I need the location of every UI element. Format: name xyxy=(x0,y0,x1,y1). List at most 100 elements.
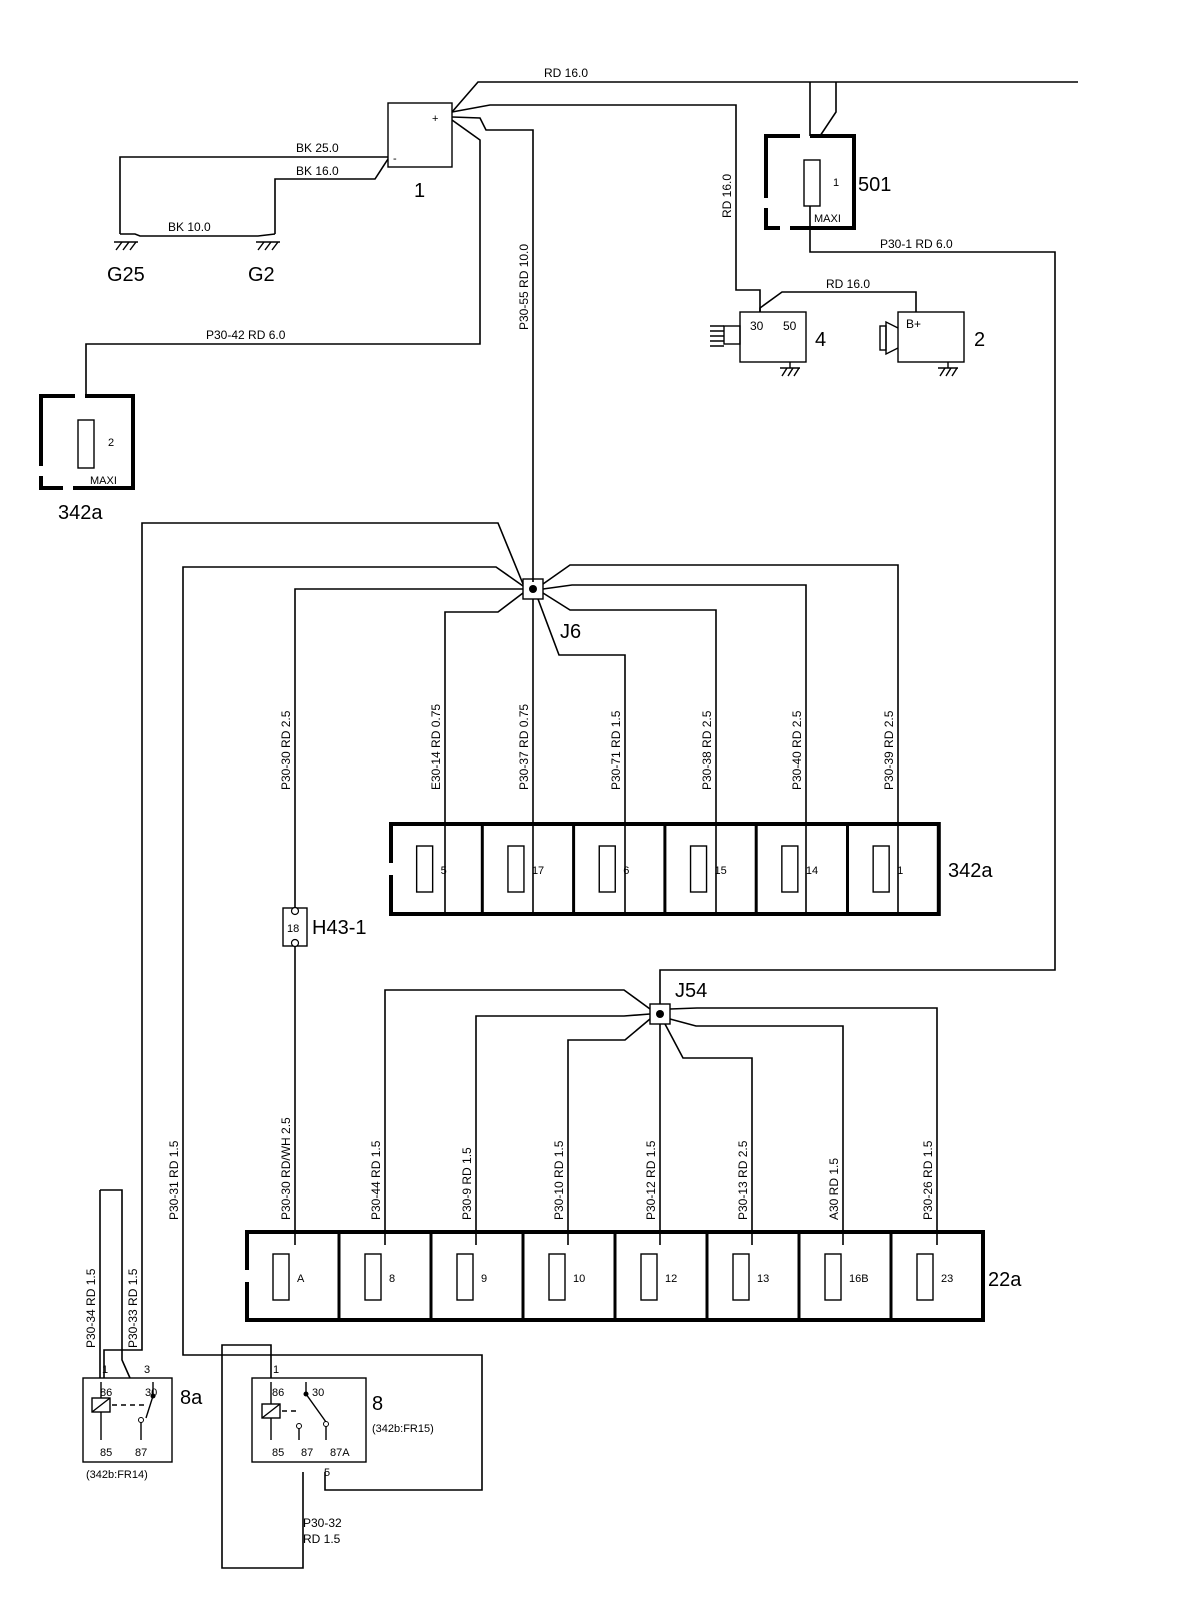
wire-p30-30-label: P30-30 RD 2.5 xyxy=(279,710,293,790)
fusebox-22a-fuse-label: 13 xyxy=(757,1273,769,1285)
fusebox-342a-fuse-symbol xyxy=(781,845,799,893)
fuse-342a-maxi-number: 2 xyxy=(108,437,114,449)
alternator-terminal: B+ xyxy=(906,317,921,331)
relay-8a-pin-1: 1 xyxy=(102,1364,108,1376)
fusebox-342a-fuse-symbol xyxy=(507,845,525,893)
wire-p30-71 xyxy=(537,598,626,912)
wire-p30-34-label: P30-34 RD 1.5 xyxy=(84,1268,98,1348)
wire-p30-26-label: P30-26 RD 1.5 xyxy=(921,1140,935,1220)
wire-starter-alt xyxy=(759,291,917,312)
wire-a30-label: A30 RD 1.5 xyxy=(827,1158,841,1220)
wire-p30-40 xyxy=(542,584,807,912)
wire-p30-37-label: P30-37 RD 0.75 xyxy=(517,704,531,790)
fuse-501-number: 1 xyxy=(833,177,839,189)
wire-p30-13 xyxy=(664,1023,753,1245)
wire-p30-31 xyxy=(182,566,524,1491)
fusebox-22a-id: 22a xyxy=(988,1269,1022,1291)
wire-p30-32-label-line1: P30-32 xyxy=(303,1516,342,1530)
wire-top-rd16-label: RD 16.0 xyxy=(544,66,588,80)
wire-e30-14 xyxy=(444,592,524,912)
starter-terminal-30: 30 xyxy=(750,319,764,333)
wire-p30-1-label: P30-1 RD 6.0 xyxy=(880,237,953,251)
wire-p30-12-label: P30-12 RD 1.5 xyxy=(644,1140,658,1220)
ground-g25-label: G25 xyxy=(107,264,145,286)
wire-a30 xyxy=(669,1018,844,1245)
wire-bk10-label: BK 10.0 xyxy=(168,220,211,234)
wire-p30-39 xyxy=(542,564,899,912)
connector-h43-1-id: H43-1 xyxy=(312,917,366,939)
fusebox-22a-fuse-label: 12 xyxy=(665,1273,677,1285)
wire-bk16-label: BK 16.0 xyxy=(296,164,339,178)
wire-p30-38-label: P30-38 RD 2.5 xyxy=(700,710,714,790)
wire-p30-42 xyxy=(85,119,481,396)
relay-8a-pin-85: 85 xyxy=(100,1447,112,1459)
wire-starter-rd16-label: RD 16.0 xyxy=(826,277,870,291)
fusebox-342a-fuse-label: 5 xyxy=(441,865,447,877)
wire-p30-9-label: P30-9 RD 1.5 xyxy=(460,1147,474,1220)
relay-8: 1 5 86 30 85 87 87A xyxy=(251,1364,367,1479)
alternator: B+ xyxy=(879,311,965,377)
fusebox-342a-fuse-symbol xyxy=(598,845,616,893)
relay-8-pin-30: 30 xyxy=(312,1387,324,1399)
wire-p30-13-label: P30-13 RD 2.5 xyxy=(736,1140,750,1220)
wire-p30-31-label: P30-31 RD 1.5 xyxy=(167,1140,181,1220)
relay-8a-pin-3: 3 xyxy=(144,1364,150,1376)
wire-p30-30 xyxy=(294,588,523,908)
battery-plus-label: + xyxy=(432,113,438,125)
fusebox-22a-fuse-symbol xyxy=(272,1253,290,1301)
wire-501-feed2 xyxy=(819,82,837,137)
relay-8a-pin-87: 87 xyxy=(135,1447,147,1459)
fusebox-342a-fuse-label: 14 xyxy=(806,865,818,877)
ground-g2-symbol xyxy=(256,241,280,251)
relay-8-pin-87: 87 xyxy=(301,1447,313,1459)
fuse-342a-maxi-type: MAXI xyxy=(90,475,117,487)
connector-h43-1: 18 xyxy=(282,906,308,948)
wire-p30-32-label-line2: RD 1.5 xyxy=(303,1532,341,1546)
wire-p30-42-label: P30-42 RD 6.0 xyxy=(206,328,286,342)
wire-relay8-loop xyxy=(221,1344,304,1569)
relay-8-pin-5: 5 xyxy=(324,1467,330,1479)
fusebox-22a-fuse-label: 23 xyxy=(941,1273,953,1285)
relay-8-id: 8 xyxy=(372,1393,383,1415)
wire-p30-40-label: P30-40 RD 2.5 xyxy=(790,710,804,790)
wire-p30-1 xyxy=(659,206,1056,1004)
relay-8-pin-1: 1 xyxy=(273,1364,279,1376)
connector-h43-1-pin: 18 xyxy=(287,923,299,935)
fusebox-22a-fuse-symbol xyxy=(456,1253,474,1301)
wire-p30-71-label: P30-71 RD 1.5 xyxy=(609,710,623,790)
wire-p30-38 xyxy=(542,592,717,912)
fusebox-342a-fuse-symbol xyxy=(872,845,890,893)
relay-8a-pin-86: 86 xyxy=(100,1387,112,1399)
fusebox-22a-fuse-symbol xyxy=(824,1253,842,1301)
relay-8-pin-86: 86 xyxy=(272,1387,284,1399)
wire-bk25-label: BK 25.0 xyxy=(296,141,339,155)
fusebox-22a-fuse-label: 10 xyxy=(573,1273,585,1285)
wire-p30-33-label: P30-33 RD 1.5 xyxy=(126,1268,140,1348)
starter-id: 4 xyxy=(815,329,826,351)
fusebox-342a-fuse-symbol xyxy=(415,845,434,893)
wire-top-rd16 xyxy=(451,81,1078,113)
wire-bk10 xyxy=(120,233,276,237)
wire-p30-39-label: P30-39 RD 2.5 xyxy=(882,710,896,790)
relay-8a-id: 8a xyxy=(180,1387,203,1409)
ground-g2-label: G2 xyxy=(248,264,275,286)
wire-p30-55-label: P30-55 RD 10.0 xyxy=(517,244,531,330)
wire-p30-9 xyxy=(475,1013,651,1245)
wire-bk16 xyxy=(274,158,389,234)
starter-motor: 30 50 xyxy=(710,311,807,377)
wire-p30-30-rdwh-label: P30-30 RD/WH 2.5 xyxy=(279,1117,293,1220)
wire-rd16-starter xyxy=(451,104,761,312)
battery-minus-label: - xyxy=(393,153,397,165)
relay-8-ref: (342b:FR15) xyxy=(372,1423,434,1435)
relay-8a: 1 3 86 30 85 87 xyxy=(82,1364,173,1463)
fuse-342a-maxi: 2 MAXI xyxy=(39,394,135,490)
fusebox-342a-fuse-label: 15 xyxy=(715,865,727,877)
relay-8a-ref: (342b:FR14) xyxy=(86,1469,148,1481)
junction-j6-label: J6 xyxy=(560,621,581,643)
wire-p30-44-label: P30-44 RD 1.5 xyxy=(369,1140,383,1220)
fusebox-342a-id: 342a xyxy=(948,860,993,882)
fusebox-22a-fuse-label: 8 xyxy=(389,1273,395,1285)
